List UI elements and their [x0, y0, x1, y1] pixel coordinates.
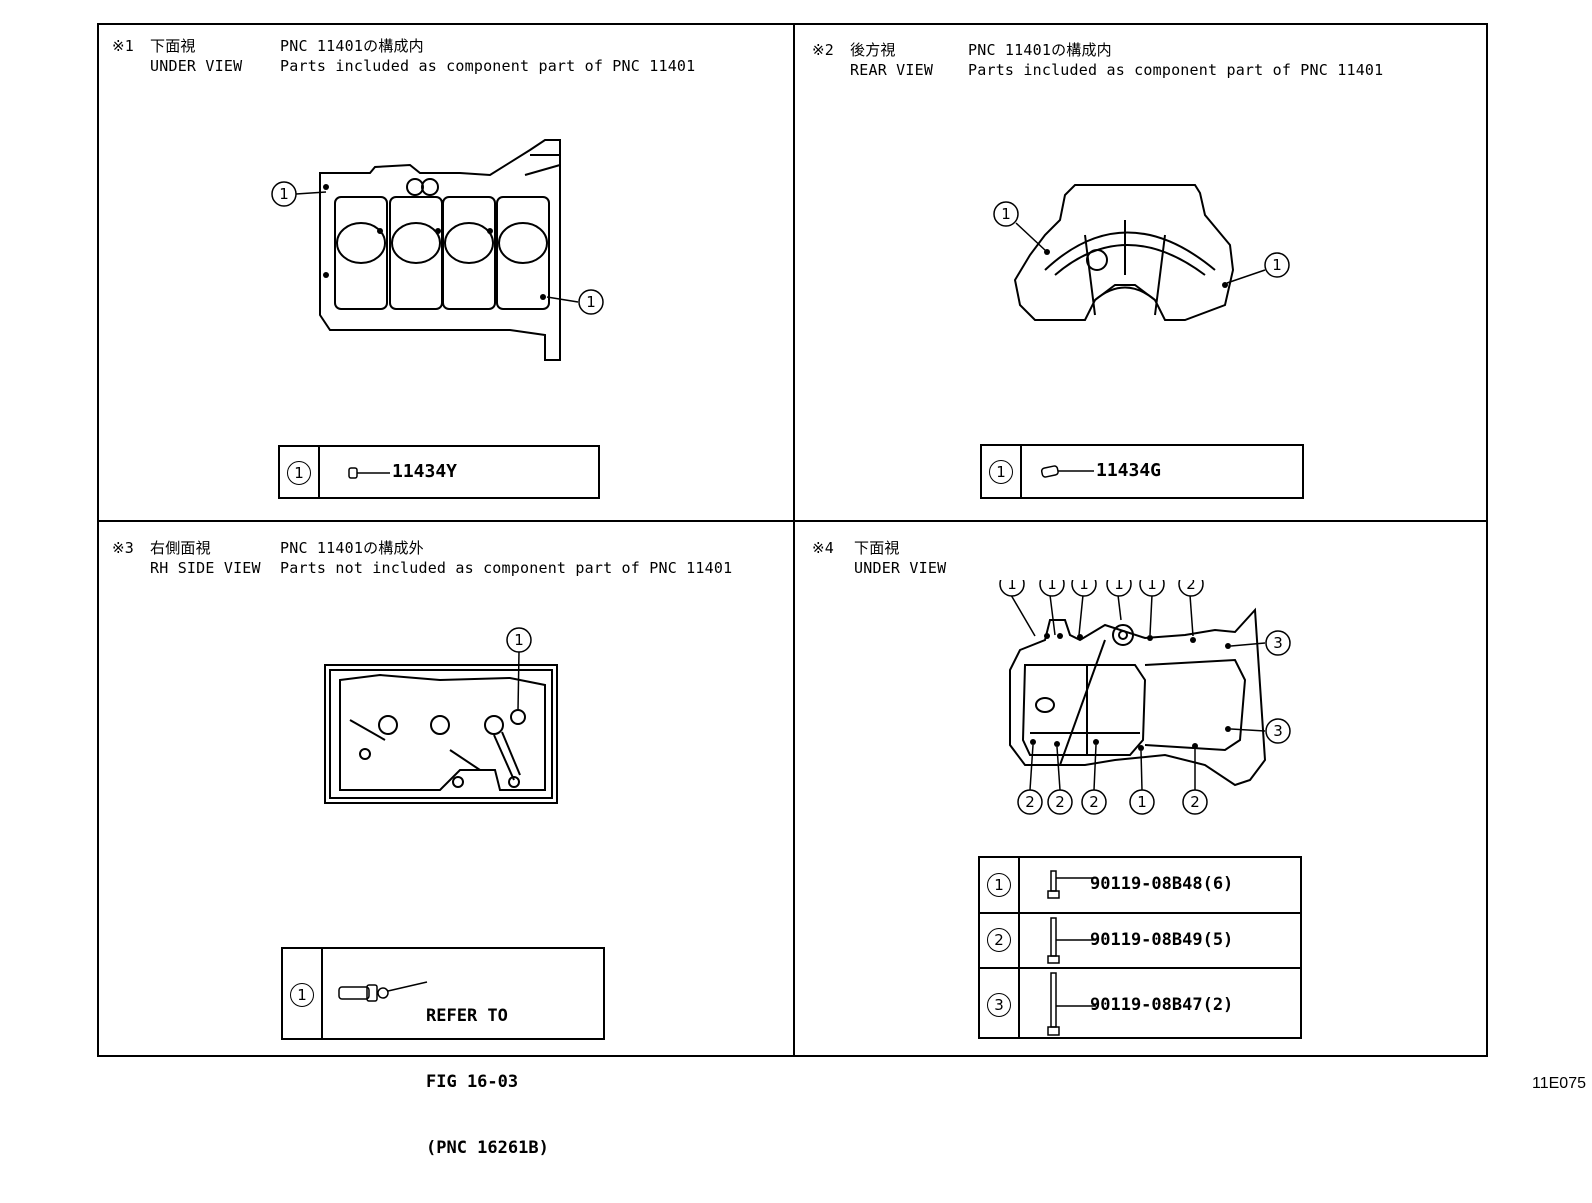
legend-number-cell: [283, 949, 323, 1038]
legend-number-cell: [280, 447, 320, 497]
panel-4-callout: 2: [1190, 793, 1200, 811]
panel-4-callout: 2: [1186, 580, 1196, 593]
legend-part-number: 90119-08B47(2): [1090, 995, 1234, 1015]
bolt-icon: [1047, 870, 1096, 899]
oil-jet-icon: [338, 981, 428, 1002]
plug-icon: [348, 467, 390, 479]
panel-2-pnc-jp: PNC 11401の構成内: [968, 41, 1112, 59]
panel-1-callout: 1: [279, 185, 289, 203]
legend-callout-number: 1: [987, 873, 1011, 897]
panel-1-pnc-en: Parts included as component part of PNC …: [280, 57, 696, 75]
panel-4-view-jp: 下面視: [854, 539, 900, 557]
panel-3-view-jp: 右側面視: [150, 539, 211, 557]
panel-2-pnc-en: Parts included as component part of PNC …: [968, 61, 1384, 79]
panel-4-view-en: UNDER VIEW: [854, 559, 947, 577]
panel-4-callout: 1: [1007, 580, 1017, 593]
panel-4-header: ※4 下面視 UNDER VIEW: [812, 538, 1212, 582]
panel-1-pnc-jp: PNC 11401の構成内: [280, 37, 424, 55]
panel-3-legend: 1 REFER TO FIG 16-03 (PNC 16261B): [281, 947, 605, 1158]
panel-1-engine-block-under-view: 1 1: [271, 139, 604, 361]
panel-4-callout: 1: [1114, 580, 1124, 593]
figure-id: 11E075: [1532, 1075, 1586, 1092]
legend-callout-number: 3: [987, 993, 1011, 1017]
panel-1-callout: 1: [586, 293, 596, 311]
legend-number-cell: [980, 858, 1020, 1037]
diagram-frame: [97, 23, 1488, 1057]
panel-3-callout: 1: [514, 631, 524, 649]
legend-row-2: 2 90119-08B49(5): [980, 912, 1300, 969]
panel-3-marker: ※3: [112, 539, 134, 557]
legend-callout-number: 1: [290, 983, 314, 1007]
panel-3-pnc-jp: PNC 11401の構成外: [280, 539, 424, 557]
panel-1-view-en: UNDER VIEW: [150, 57, 243, 75]
panel-4-callout: 1: [1047, 580, 1057, 593]
legend-part-number: 11434Y: [392, 461, 458, 482]
panel-1-marker: ※1: [112, 37, 134, 55]
plug-icon: [1040, 465, 1094, 478]
legend-part-number: 11434G: [1096, 460, 1162, 481]
legend-part-number: 90119-08B48(6): [1090, 874, 1234, 894]
panel-4-callout: 1: [1147, 580, 1157, 593]
legend-callout-number: 1: [989, 460, 1013, 484]
panel-1-header: ※1 下面視 UNDER VIEW PNC 11401の構成内 Parts in…: [112, 36, 772, 80]
panel-4-callout: 2: [1089, 793, 1099, 811]
legend-row-1: 1 90119-08B48(6): [980, 858, 1300, 912]
panel-4-callout: 3: [1273, 722, 1283, 740]
panel-2-engine-block-rear-view: 1 1: [993, 184, 1290, 321]
panel-2-callout: 1: [1272, 256, 1282, 274]
bolt-icon: [1047, 972, 1096, 1036]
panel-2-view-jp: 後方視: [850, 41, 896, 59]
legend-callout-number: 1: [287, 461, 311, 485]
panel-4-callout: 1: [1137, 793, 1147, 811]
legend-callout-number: 2: [987, 928, 1011, 952]
panel-3-engine-block-rh-side-view: 1: [324, 627, 558, 804]
horizontal-divider: [97, 520, 1488, 522]
panel-4-oil-pan-under-view: 1 1 1 1 1 2 3 3 2 2 2 1 2: [999, 580, 1291, 815]
bolt-icon: [1047, 917, 1096, 964]
panel-3-pnc-en: Parts not included as component part of …: [280, 559, 733, 577]
reference-line-3: (PNC 16261B): [426, 1138, 549, 1158]
panel-4-callout: 2: [1025, 793, 1035, 811]
legend-number-cell: [982, 446, 1022, 497]
legend-reference-text: REFER TO FIG 16-03 (PNC 16261B): [426, 961, 549, 1203]
panel-3-header: ※3 右側面視 RH SIDE VIEW PNC 11401の構成外 Parts…: [112, 538, 772, 582]
panel-2-marker: ※2: [812, 41, 834, 59]
reference-line-2: FIG 16-03: [426, 1072, 519, 1092]
panel-1-legend: 1 11434Y: [278, 445, 600, 499]
panel-2-legend: 1 11434G: [980, 444, 1304, 499]
panel-2-header: ※2 後方視 REAR VIEW PNC 11401の構成内 Parts inc…: [812, 40, 1472, 84]
panel-4-legend: 1 90119-08B48(6) 2 90119-08B49(5) 3 9011: [978, 856, 1302, 1039]
panel-4-callout: 2: [1055, 793, 1065, 811]
legend-row-3: 3 90119-08B47(2): [980, 967, 1300, 1041]
panel-4-callout: 1: [1079, 580, 1089, 593]
legend-part-number: 90119-08B49(5): [1090, 930, 1234, 950]
vertical-divider: [793, 23, 795, 1057]
panel-2-view-en: REAR VIEW: [850, 61, 934, 79]
panel-3-view-en: RH SIDE VIEW: [150, 559, 261, 577]
panel-2-callout: 1: [1001, 205, 1011, 223]
panel-4-callout: 3: [1273, 634, 1283, 652]
reference-line-1: REFER TO: [426, 1006, 508, 1026]
panel-4-marker: ※4: [812, 539, 834, 557]
panel-1-view-jp: 下面視: [150, 37, 196, 55]
